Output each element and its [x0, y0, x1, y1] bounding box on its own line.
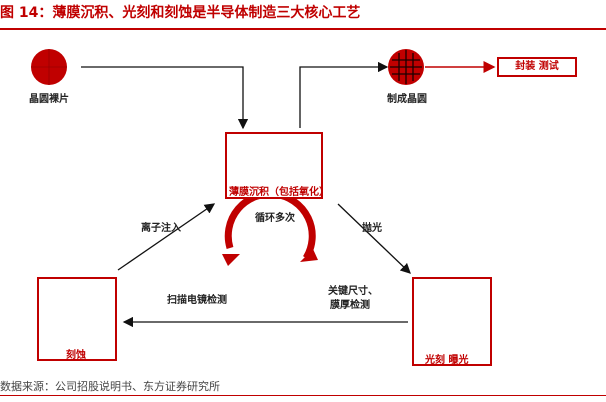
- lithography-label: 光刻 曝光: [425, 355, 469, 366]
- arrow-deposition-to-litho: [337, 203, 411, 274]
- lithography-node: [412, 277, 492, 366]
- etching-label: 刻蚀: [66, 350, 86, 361]
- polish-label: 抛光: [362, 223, 382, 234]
- source-note: 数据来源：公司招股说明书、东方证券研究所: [0, 380, 220, 393]
- arrow-etch-to-deposition: [117, 203, 216, 271]
- deposition-node: [225, 132, 323, 199]
- figure-title: 图 14：薄膜沉积、光刻和刻蚀是半导体制造三大核心工艺: [0, 5, 361, 21]
- cycle-label: 循环多次: [255, 213, 295, 224]
- etching-node: [37, 277, 117, 361]
- title-divider: [0, 28, 606, 30]
- packaging-test-box: 封装 测试: [497, 57, 577, 77]
- wafer-bare-label: 晶圆裸片: [29, 94, 69, 105]
- key-size-label: 关键尺寸、: [328, 286, 378, 297]
- scan-check-label: 扫描电镜检测: [167, 295, 227, 306]
- arrow-deposition-to-finished: [299, 61, 389, 128]
- wafer-finished-label: 制成晶圆: [387, 94, 427, 105]
- arrow-bare-to-deposition: [81, 66, 249, 130]
- wafer-finished-icon: [388, 49, 424, 85]
- footer-divider: [0, 395, 606, 396]
- ion-implant-label: 离子注入: [141, 223, 181, 234]
- deposition-label: 薄膜沉积（包括氧化）: [229, 187, 329, 198]
- film-thickness-label: 膜厚检测: [330, 300, 370, 311]
